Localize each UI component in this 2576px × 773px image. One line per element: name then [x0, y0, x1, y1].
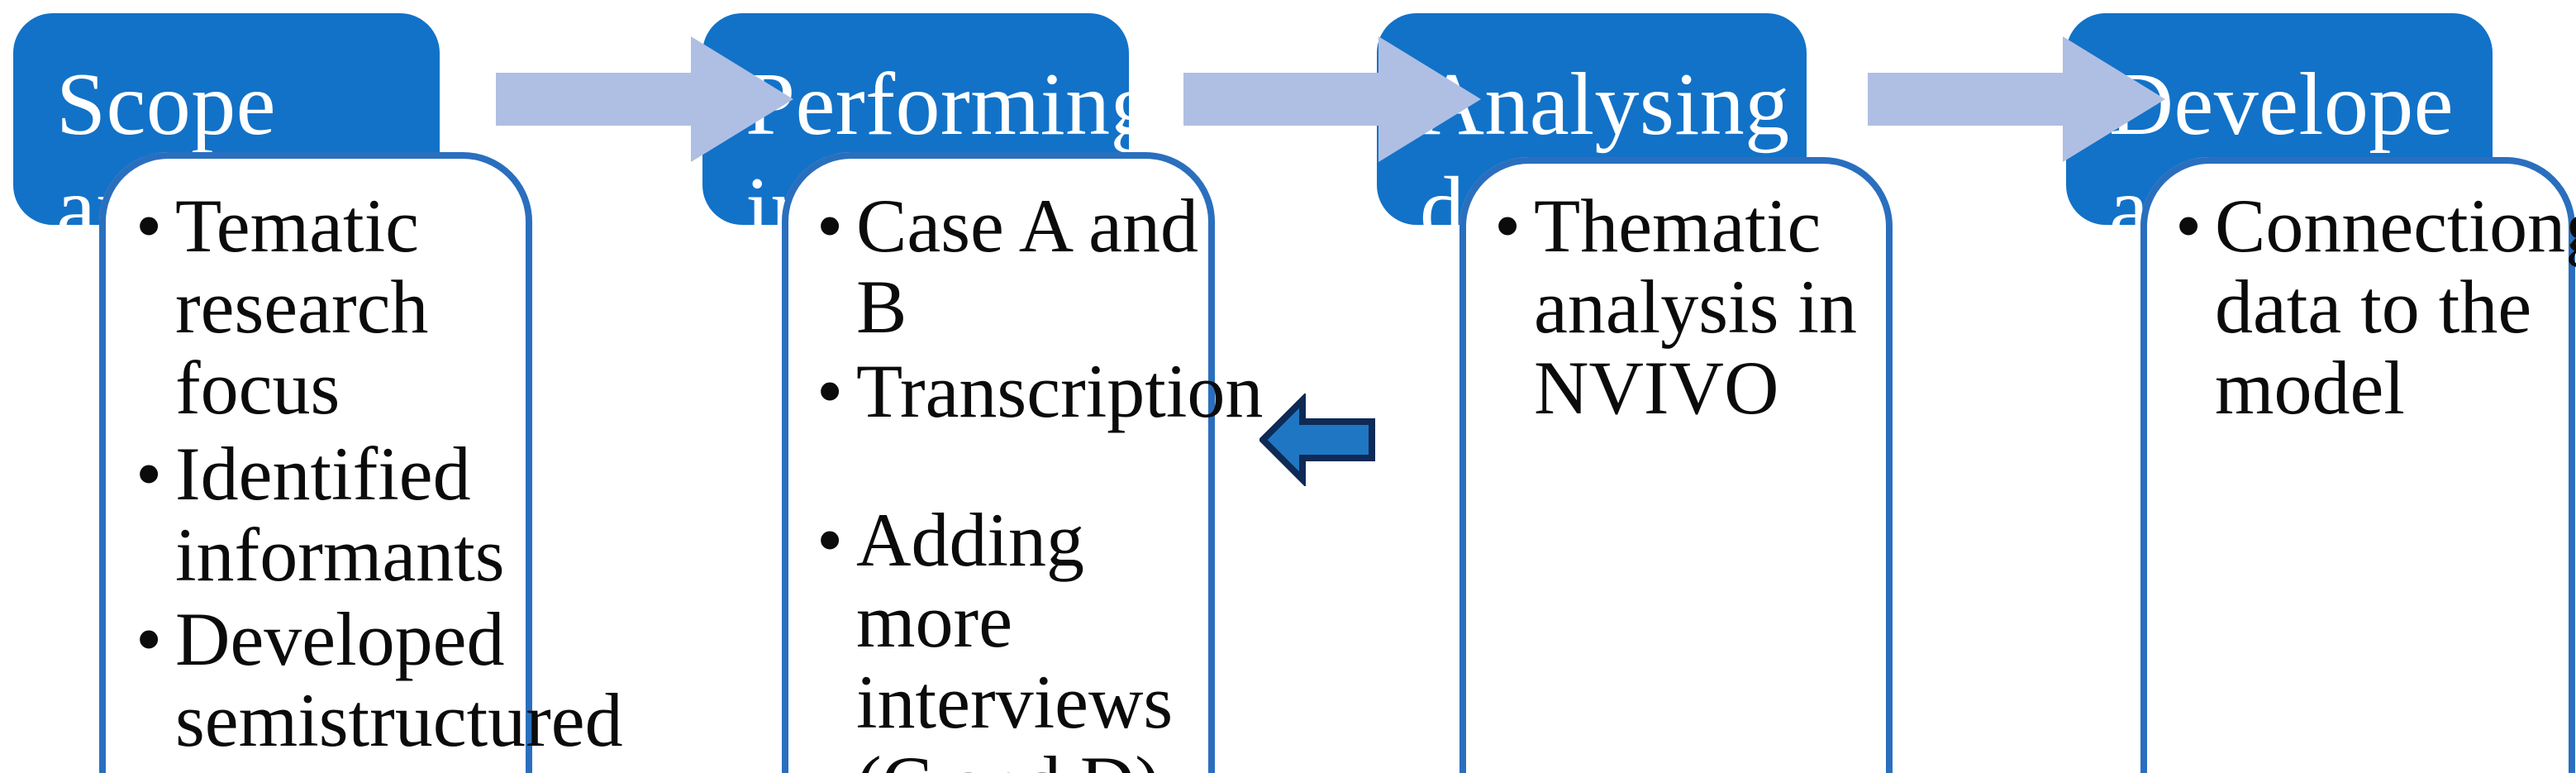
stage-bullets-develope-analytic-model: Connectiong data to the model	[2175, 185, 2576, 432]
list-item: Identified informants	[136, 432, 505, 595]
list-item: Adding more interviews (C and D)	[817, 499, 1213, 773]
list-item: Developed semistructured interview guide	[136, 599, 623, 773]
arrow-stage3-to-stage4-icon	[1868, 36, 2165, 162]
stage-bullets-analysing-data: Thematic analysis in NVIVO	[1494, 185, 1871, 432]
list-item: Case A and B	[817, 185, 1213, 348]
list-item: Tematic research focus	[136, 185, 502, 429]
arrow-stage1-to-stage2-icon	[496, 36, 793, 162]
stage-bullets-scope-and-planning: Tematic research focus Identified inform…	[136, 185, 623, 773]
list-item: Connectiong data to the model	[2175, 185, 2576, 429]
arrow-stage2-to-stage3-icon	[1183, 36, 1481, 162]
stage-title-analysing-data: Analysing data	[1420, 55, 1790, 258]
list-item: Thematic analysis in NVIVO	[1494, 185, 1871, 429]
arrow-stage3-back-to-stage2-icon	[1259, 394, 1375, 486]
list-item: Transcription	[817, 351, 1263, 432]
stage-bullets-performing-interviews: Case A and B Transcription Adding more i…	[817, 185, 1263, 773]
